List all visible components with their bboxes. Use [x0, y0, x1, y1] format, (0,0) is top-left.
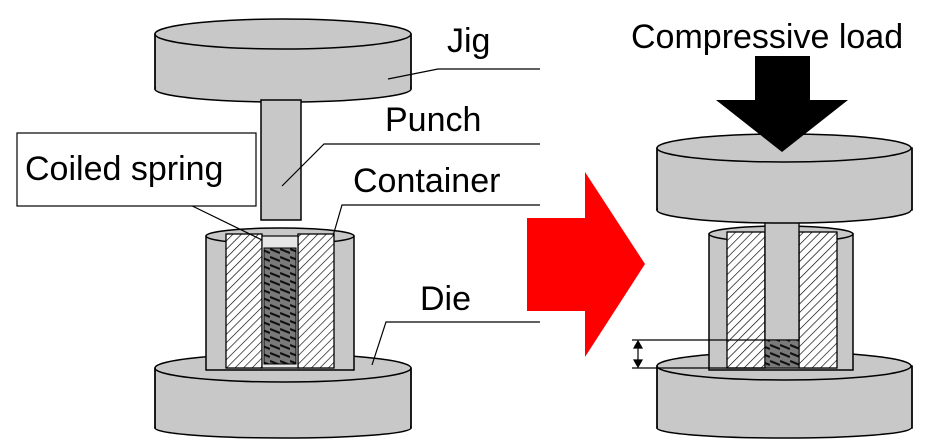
coiled-spring-label-box — [16, 132, 257, 207]
punch-leader — [281, 143, 540, 187]
leader-lines — [179, 68, 540, 366]
jig-leader — [387, 68, 540, 80]
coiled-spring-leader — [179, 199, 263, 241]
right-arrow-icon — [527, 172, 645, 357]
down-arrow-icon — [716, 56, 848, 152]
coiled-spring — [263, 247, 297, 365]
label-container: Container — [353, 162, 500, 200]
right-assembly — [632, 56, 913, 439]
compressed-spring — [764, 339, 800, 369]
label-jig: Jig — [447, 22, 490, 60]
die-leader — [371, 321, 540, 366]
die-compressed — [656, 351, 913, 439]
container-leader — [332, 204, 540, 237]
label-compressive-load: Compressive load — [631, 18, 903, 56]
labels: Jig Punch Coiled spring Container Die Co… — [25, 18, 903, 318]
punch — [260, 99, 302, 221]
label-coiled-spring: Coiled spring — [25, 150, 223, 188]
height-dimension — [632, 339, 765, 369]
label-die: Die — [420, 280, 471, 318]
left-assembly — [154, 18, 412, 439]
label-punch: Punch — [385, 101, 481, 139]
jig — [154, 18, 412, 103]
